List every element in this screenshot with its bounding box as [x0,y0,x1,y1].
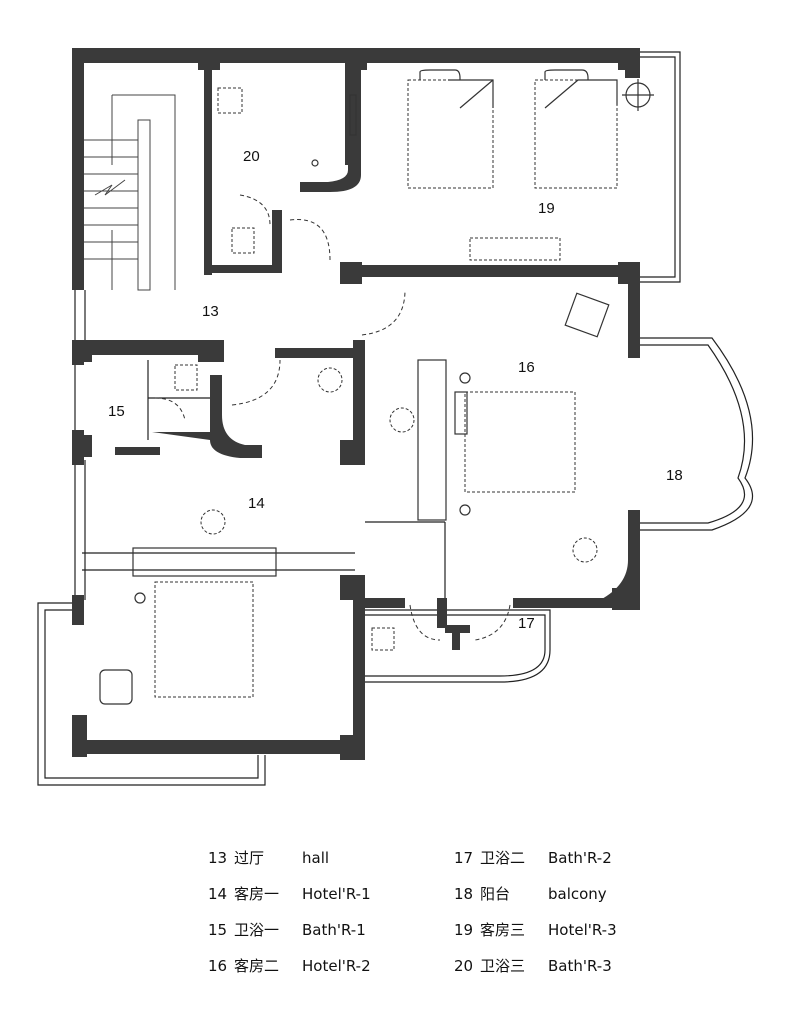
door-swings [154,194,511,641]
legend-en: Bath'R-1 [302,921,366,939]
staircase [84,94,176,291]
legend-column-right: 17 卫浴二 Bath'R-2 18 阳台 balcony 19 客房三 Hotel'R-3… [454,840,617,984]
legend-en: Hotel'R-1 [302,885,371,903]
legend-zh: 客房二 [234,957,280,975]
room-label-19: 19 [538,200,555,217]
legend-number: 18 [454,885,474,903]
legend-en: Bath'R-3 [548,957,612,975]
outer-thin-walls [37,51,754,786]
room-labels: 13 14 15 16 17 18 19 20 [108,148,683,632]
thick-walls [72,48,640,760]
legend-zh: 卫浴二 [480,849,526,867]
room-label-17: 17 [518,615,535,632]
room-label-15: 15 [108,403,125,420]
legend-column-left: 13 过厅 hall 14 客房一 Hotel'R-1 15 卫浴一 Bath'R-1 16… [208,840,371,984]
legend-number: 16 [208,957,228,975]
legend-item: 18 阳台 balcony [454,876,617,912]
room-label-13: 13 [202,303,219,320]
legend-number: 13 [208,849,228,867]
legend-number: 19 [454,921,474,939]
legend-zh: 客房一 [234,885,280,903]
legend-en: balcony [548,885,607,903]
fixtures [99,69,654,705]
legend-en: Hotel'R-2 [302,957,371,975]
legend-item: 14 客房一 Hotel'R-1 [208,876,371,912]
legend-item: 15 卫浴一 Bath'R-1 [208,912,371,948]
legend-zh: 阳台 [480,885,511,903]
legend-en: hall [302,849,330,867]
legend-number: 15 [208,921,228,939]
legend-zh: 客房三 [480,921,526,939]
legend-zh: 过厅 [234,849,265,867]
legend-zh: 卫浴三 [480,957,526,975]
room-legend: 13 过厅 hall 14 客房一 Hotel'R-1 15 卫浴一 Bath'R-1 16… [208,840,668,990]
legend-zh: 卫浴一 [234,921,280,939]
room-label-18: 18 [666,467,683,484]
legend-item: 17 卫浴二 Bath'R-2 [454,840,617,876]
legend-en: Hotel'R-3 [548,921,617,939]
legend-item: 20 卫浴三 Bath'R-3 [454,948,617,984]
legend-number: 14 [208,885,228,903]
room-label-20: 20 [243,148,260,165]
room-label-14: 14 [248,495,265,512]
legend-number: 17 [454,849,474,867]
room-label-16: 16 [518,359,535,376]
floor-plan: 13 14 15 16 17 18 19 20 [37,48,754,786]
legend-item: 19 客房三 Hotel'R-3 [454,912,617,948]
legend-number: 20 [454,957,474,975]
legend-en: Bath'R-2 [548,849,612,867]
legend-item: 13 过厅 hall [208,840,371,876]
legend-item: 16 客房二 Hotel'R-2 [208,948,371,984]
